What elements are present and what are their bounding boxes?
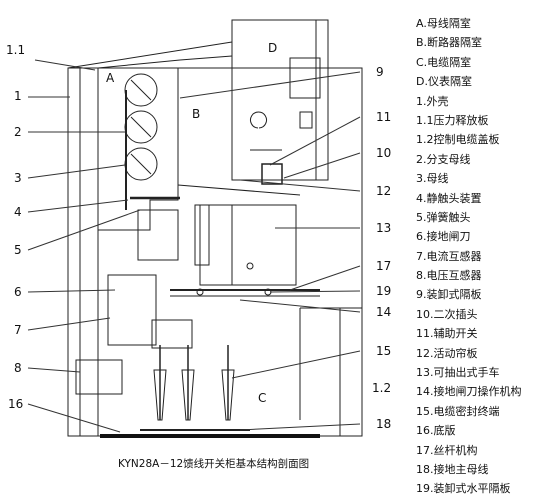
pressure-release-plate bbox=[67, 41, 233, 69]
legend-item: 1.外壳 bbox=[416, 94, 449, 108]
callout-4: 4 bbox=[14, 205, 22, 219]
cabinet-diagram: A B C D 1.1 1 2 3 4 5 6 7 8 16 9 11 10 1… bbox=[6, 17, 522, 495]
legend-item: 4.静触头装置 bbox=[416, 191, 482, 205]
busbar-compartment bbox=[98, 67, 179, 231]
cabinet-cross-section: A B C D bbox=[27, 19, 363, 438]
legend-item: 16.底版 bbox=[416, 424, 456, 438]
leader-lines bbox=[27, 59, 361, 433]
breaker-compartment bbox=[130, 67, 301, 286]
legend-item: 5.弹簧触头 bbox=[416, 210, 471, 224]
legend-item: 15.电缆密封终端 bbox=[416, 404, 500, 418]
callout-5: 5 bbox=[14, 243, 22, 257]
compartment-label-d: D bbox=[268, 41, 277, 55]
legend-item: 19.装卸式水平隔板 bbox=[416, 482, 511, 496]
legend-item: 8.电压互感器 bbox=[416, 269, 482, 283]
legend-item: D.仪表隔室 bbox=[416, 75, 472, 89]
callout-2: 2 bbox=[14, 125, 22, 139]
legend-item: 9.装卸式隔板 bbox=[416, 288, 482, 302]
callout-17: 17 bbox=[376, 259, 392, 273]
legend-item: 3.母线 bbox=[416, 172, 449, 186]
callout-11: 11 bbox=[376, 110, 392, 124]
callout-1-1: 1.1 bbox=[6, 43, 26, 57]
legend-item: B.断路器隔室 bbox=[416, 36, 483, 50]
legend-item: A.母线隔室 bbox=[416, 17, 471, 30]
legend-item: 1.2控制电缆盖板 bbox=[416, 133, 500, 147]
legend-item: 2.分支母线 bbox=[416, 152, 471, 166]
callout-8: 8 bbox=[14, 361, 22, 375]
compartment-label-b: B bbox=[192, 107, 200, 121]
callout-18: 18 bbox=[376, 417, 392, 431]
legend-item: 11.辅助开关 bbox=[416, 327, 478, 341]
callout-1-2: 1.2 bbox=[372, 381, 392, 395]
legend-item: 18.接地主母线 bbox=[416, 462, 489, 476]
compartment-label-c: C bbox=[258, 391, 266, 405]
legend-item: 12.活动帘板 bbox=[416, 346, 478, 360]
legend-item: 13.可抽出式手车 bbox=[416, 366, 500, 380]
callout-16: 16 bbox=[8, 397, 24, 411]
callout-7: 7 bbox=[14, 323, 22, 337]
legend-item: 6.接地闸刀 bbox=[416, 230, 471, 244]
figure-caption: KYN28A－12馈线开关柜基本结构剖面图 bbox=[118, 458, 310, 470]
legend: A.母线隔室 B.断路器隔室 C.电缆隔室 D.仪表隔室 1.外壳 1.1压力释… bbox=[416, 14, 522, 499]
callout-6: 6 bbox=[14, 285, 22, 299]
callout-9: 9 bbox=[376, 65, 384, 79]
legend-item: 10.二次插头 bbox=[416, 307, 478, 321]
callout-1: 1 bbox=[14, 89, 22, 103]
bottom-plate bbox=[100, 429, 320, 438]
horizontal-partition bbox=[170, 288, 362, 309]
callout-12: 12 bbox=[376, 184, 392, 198]
callout-3: 3 bbox=[14, 171, 22, 185]
callout-15: 15 bbox=[376, 344, 392, 358]
callout-10: 10 bbox=[376, 146, 392, 160]
callout-13: 13 bbox=[376, 221, 392, 235]
callout-19: 19 bbox=[376, 284, 392, 298]
legend-item: 14.接地闸刀操作机构 bbox=[416, 385, 522, 399]
legend-item: 17.丝杆机构 bbox=[416, 443, 478, 457]
legend-item: 7.电流互感器 bbox=[416, 249, 482, 263]
legend-item: 1.1压力释放板 bbox=[416, 113, 489, 127]
cabinet-shell bbox=[67, 67, 363, 437]
compartment-label-a: A bbox=[106, 71, 115, 85]
cable-compartment bbox=[75, 274, 341, 436]
legend-item: C.电缆隔室 bbox=[416, 55, 472, 69]
callout-14: 14 bbox=[376, 305, 392, 319]
